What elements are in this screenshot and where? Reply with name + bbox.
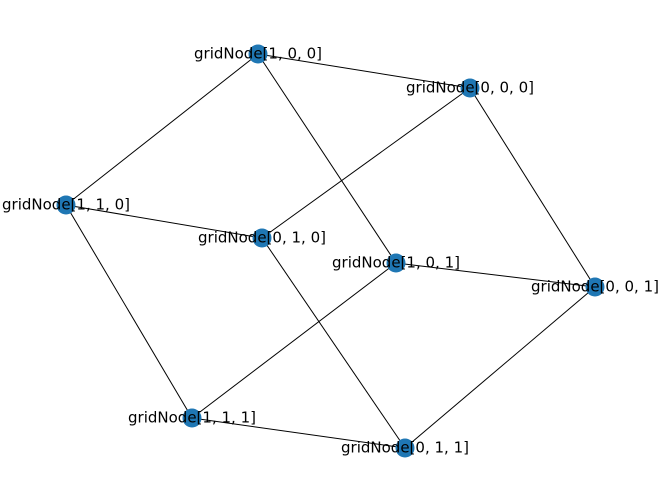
- graph-node[interactable]: [248, 44, 268, 64]
- graph-edge: [469, 87, 596, 288]
- edges-layer: [65, 53, 596, 449]
- graph-edge: [404, 286, 596, 449]
- graph-edge: [191, 417, 406, 449]
- graph-node[interactable]: [460, 78, 480, 98]
- graph-node[interactable]: [395, 438, 415, 458]
- graph-node[interactable]: [585, 277, 605, 297]
- graph-edge: [191, 262, 397, 419]
- graph-edge: [257, 53, 397, 264]
- nodes-layer: [56, 44, 605, 458]
- graph-edge: [65, 204, 193, 419]
- graph-edge: [395, 262, 596, 288]
- graph-node[interactable]: [56, 195, 76, 215]
- graph-node[interactable]: [182, 408, 202, 428]
- graph-edge: [65, 53, 259, 206]
- graph-edge: [261, 87, 471, 239]
- graph-edge: [257, 53, 471, 89]
- graph-node[interactable]: [386, 253, 406, 273]
- graph-edge: [261, 237, 406, 449]
- graph-edge: [65, 204, 263, 239]
- graph-node[interactable]: [252, 228, 272, 248]
